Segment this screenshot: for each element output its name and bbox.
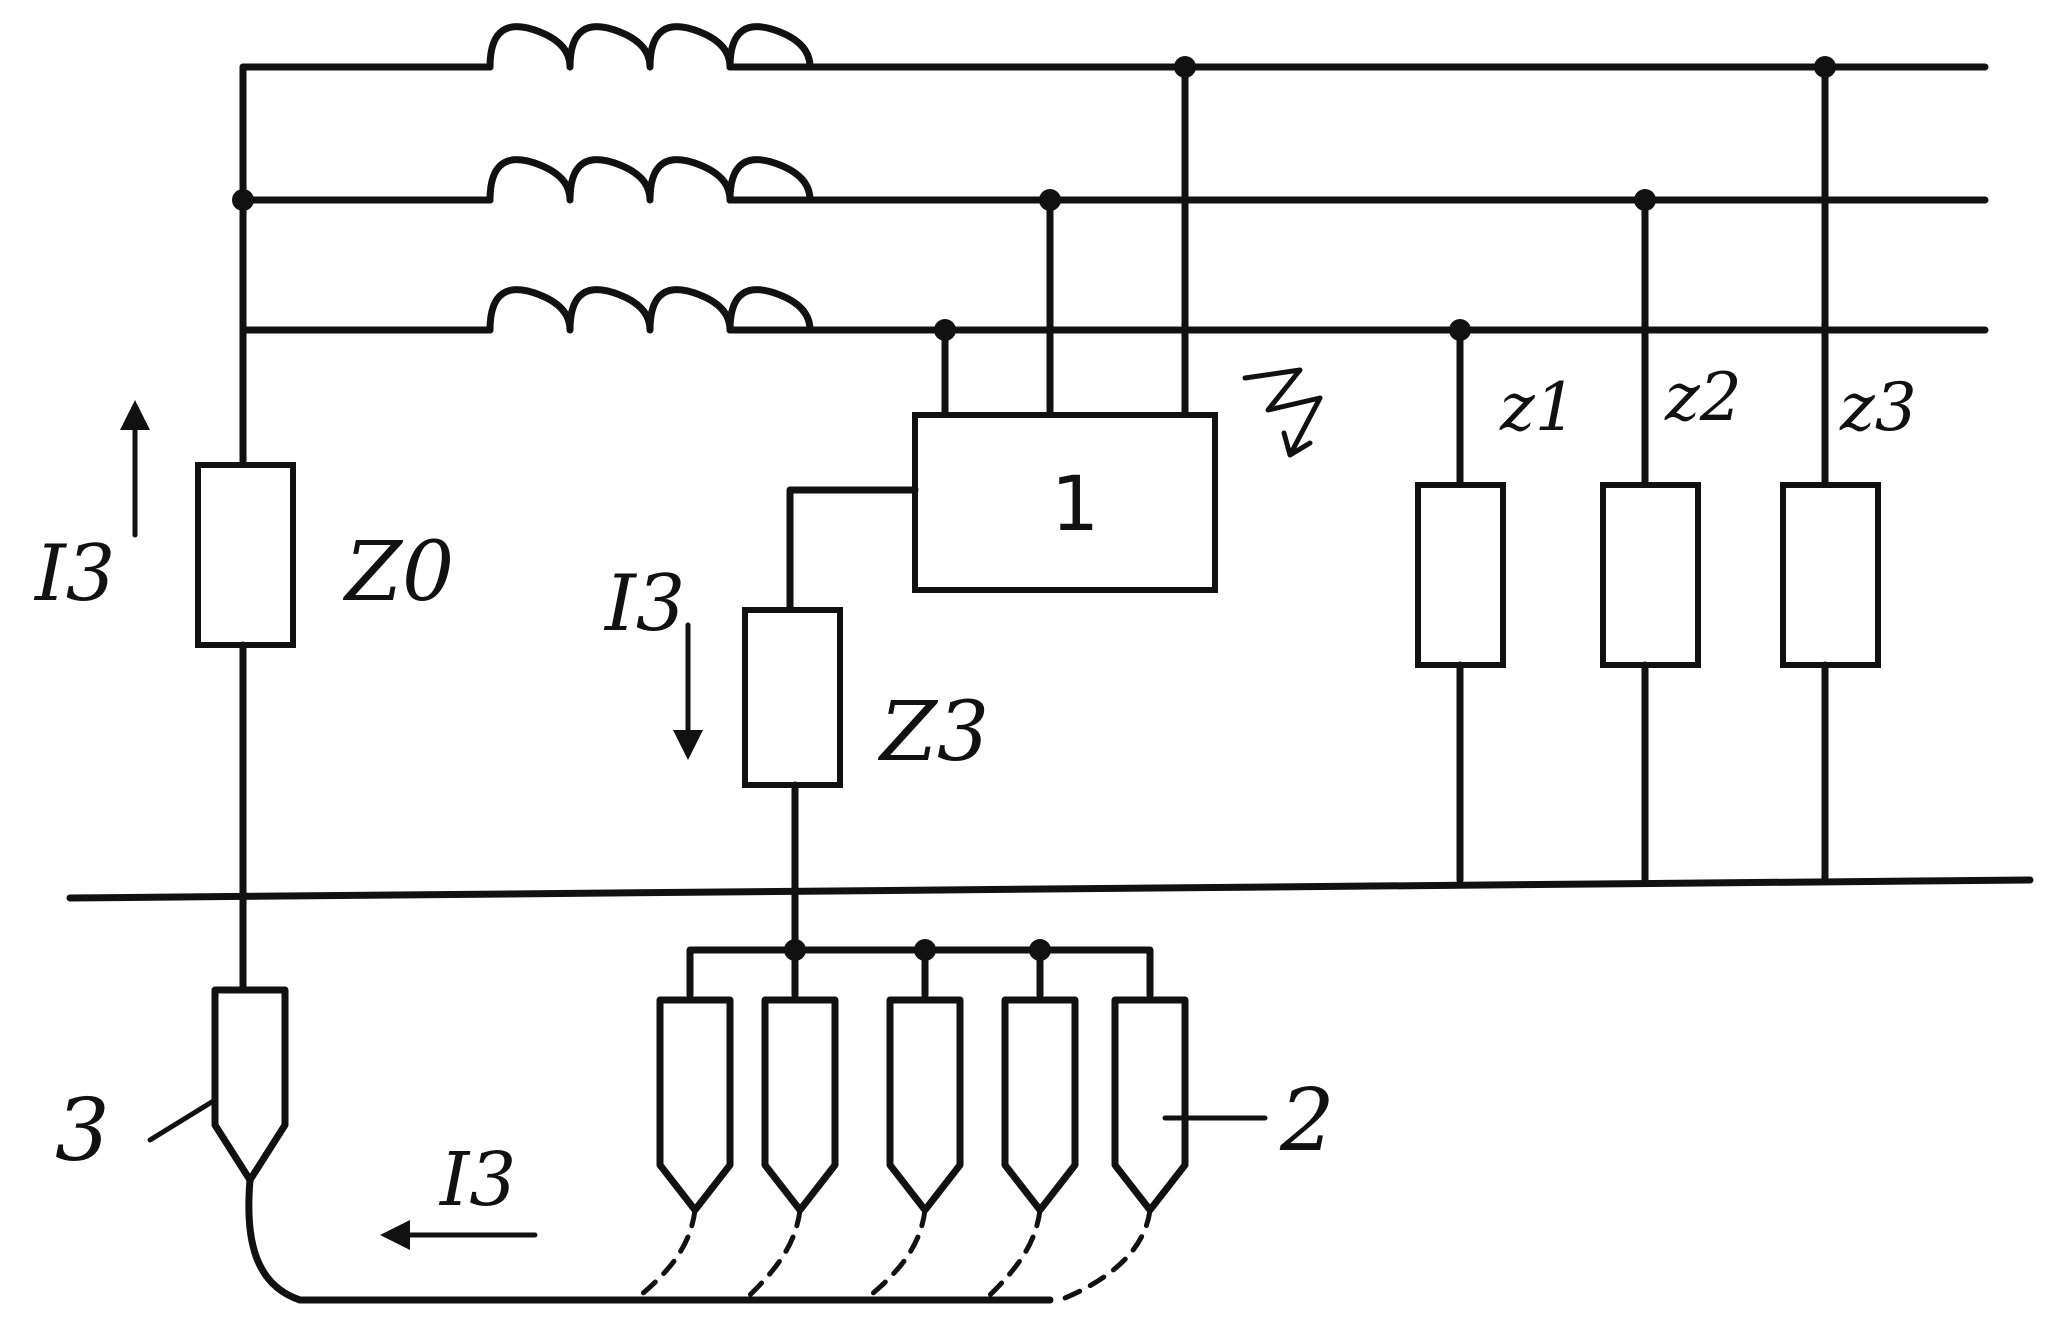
junction-dot (1814, 56, 1836, 78)
fault-wire-top (786, 486, 919, 614)
load-z1 (1415, 482, 1506, 668)
junction-dot (914, 939, 936, 961)
earth-current-dashed (982, 1207, 1043, 1303)
junction-dot (1634, 189, 1656, 211)
ground-line (66, 876, 2034, 902)
junction-dot (1174, 56, 1196, 78)
load-branches (1415, 56, 1881, 884)
electrode-2c (886, 996, 964, 1214)
label-group-2: 2 (1279, 1071, 1335, 1171)
earth-current-dashed (632, 1207, 698, 1303)
label-electrode-3: 3 (55, 1081, 110, 1181)
electrode-3-body (211, 986, 289, 1184)
inductor-phase-b (486, 156, 814, 204)
device-1-label: 1 (1051, 459, 1099, 548)
impedance-z3-ground (742, 607, 843, 788)
inductor-phase-c (486, 286, 814, 334)
impedance-z0 (195, 462, 296, 648)
label-i3-left: I3 (33, 529, 115, 619)
ground-electrode-3 (147, 986, 1054, 1304)
device-1-group: 1 (912, 56, 1323, 593)
label-z1: z1 (1499, 369, 1577, 446)
junction-dot (784, 939, 806, 961)
electrode-2e (1111, 996, 1189, 1214)
junction-dot (1449, 319, 1471, 341)
neutral-branch (195, 63, 296, 994)
electrode-2a (656, 996, 734, 1214)
junction-dot (232, 189, 254, 211)
label-i3-bottom: I3 (438, 1137, 516, 1223)
earth-current-dashed (862, 1207, 928, 1303)
electrode-2d (1001, 996, 1079, 1214)
junction-dot (934, 319, 956, 341)
fault-lightning-icon (1242, 367, 1323, 458)
earth-return-path (245, 1176, 1054, 1304)
device-1-box (912, 412, 1218, 593)
junction-dot (1039, 189, 1061, 211)
label-z3: z3 (1839, 369, 1917, 446)
earth-current-dashed (742, 1207, 803, 1303)
phase-bus-lines (239, 23, 1989, 334)
fault-path-branch (742, 486, 919, 954)
junction-dot (1029, 939, 1051, 961)
ground-electrode-group-2 (632, 939, 1268, 1303)
electrode-3-leader (147, 1097, 218, 1143)
label-z0: Z0 (342, 525, 454, 620)
load-z3 (1780, 482, 1881, 668)
load-z2 (1600, 482, 1701, 668)
label-i3-mid: I3 (603, 559, 685, 649)
inductor-phase-a (486, 23, 814, 71)
label-z2: z2 (1664, 359, 1742, 436)
earth-current-dashed (1057, 1207, 1153, 1303)
label-z3-ground: Z3 (877, 685, 989, 780)
electrode-2b (761, 996, 839, 1214)
